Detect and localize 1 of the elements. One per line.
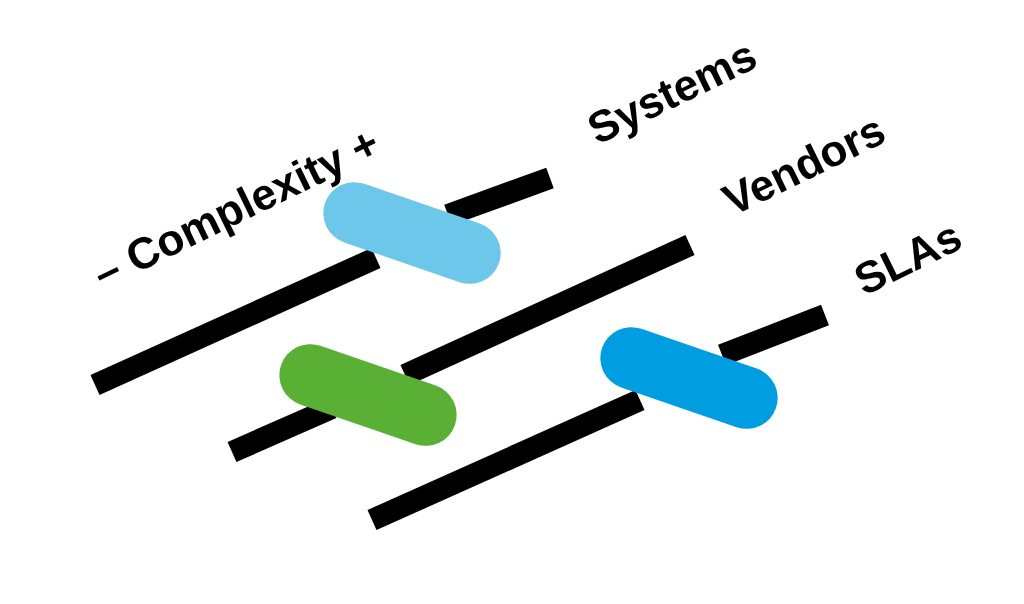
axis-label: SLAs	[847, 213, 969, 303]
